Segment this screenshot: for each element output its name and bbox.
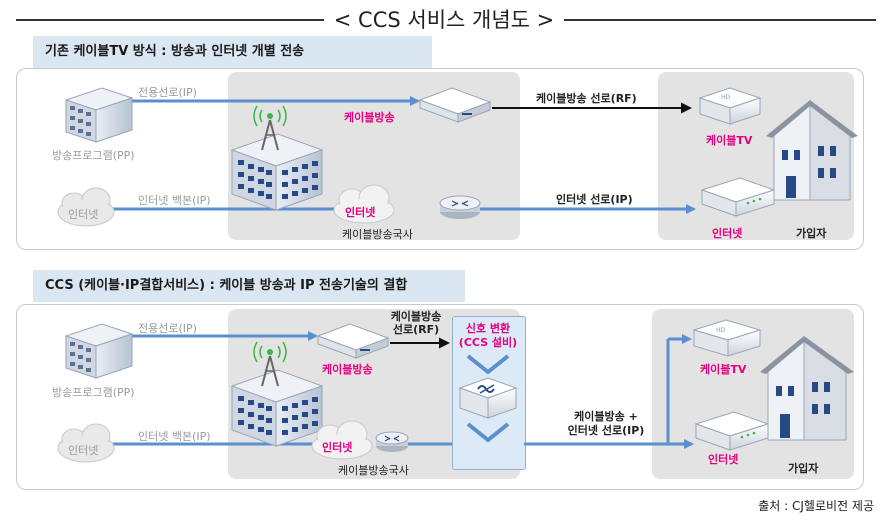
ccs-internet-device-label: 인터넷 [708, 453, 739, 466]
ccs-pp-label: 방송프로그램(PP) [52, 386, 135, 399]
legacy-header: 기존 케이블TV 방식 : 방송과 인터넷 개별 전송 [33, 36, 432, 68]
legacy-dedicated-line-label: 전용선로(IP) [138, 86, 197, 99]
ccs-signal-converter-label: 신호 변환 (CCS 설비) [452, 322, 524, 350]
chevron-down-icon [466, 422, 510, 443]
svg-text:HD: HD [721, 94, 731, 101]
chevron-down-icon [466, 354, 510, 375]
legacy-cloud-label: 인터넷 [68, 208, 99, 221]
internet-modem-icon [700, 177, 776, 217]
legacy-internet-device-label: 인터넷 [712, 227, 743, 240]
router-icon [439, 195, 481, 219]
ccs-subscriber-label: 가입자 [788, 462, 819, 475]
ccs-signal-label-1: 신호 변환 [465, 322, 511, 335]
ccs-dedicated-line-label: 전용선로(IP) [138, 322, 197, 335]
broadcast-antenna-icon [253, 105, 287, 151]
svg-text:HD: HD [716, 327, 726, 334]
ccs-converter-device-icon [458, 377, 518, 419]
internet-cloud-icon [57, 423, 115, 463]
legacy-pp-label: 방송프로그램(PP) [52, 149, 135, 162]
subscriber-house-icon [760, 336, 854, 441]
hd-settop-box-icon: HD [692, 319, 762, 357]
internet-modem-icon [694, 411, 770, 451]
ccs-combined-label-2: 인터넷 선로(IP) [567, 424, 645, 437]
legacy-ip-line-label: 인터넷 선로(IP) [556, 193, 633, 206]
cable-station-building-icon [230, 133, 324, 211]
page-title: < CCS 서비스 개념도 > [0, 4, 888, 34]
broadcast-program-building-icon [64, 87, 134, 143]
ccs-header: CCS (케이블·IP결합서비스) : 케이블 방송과 IP 전송기술의 결합 [33, 270, 465, 302]
legacy-station-internet-label: 인터넷 [345, 206, 376, 219]
ccs-rf-line-label: 케이블방송 선로(RF) [388, 310, 444, 336]
legacy-rf-line-label: 케이블방송 선로(RF) [536, 92, 637, 105]
ccs-cable-broadcast-label: 케이블방송 [322, 363, 373, 376]
subscriber-house-icon [766, 100, 858, 201]
cable-headend-device-icon [316, 323, 390, 359]
hd-settop-box-icon: HD [698, 87, 762, 125]
legacy-cable-broadcast-label: 케이블방송 [344, 111, 395, 124]
ccs-combined-line-label: 케이블방송 + 인터넷 선로(IP) [548, 410, 664, 438]
station-internet-cloud-icon [333, 184, 395, 224]
ccs-rf-line-label-1: 케이블방송 [390, 310, 442, 323]
legacy-backbone-label: 인터넷 백본(IP) [138, 194, 211, 207]
router-icon [375, 431, 409, 452]
ccs-backbone-label: 인터넷 백본(IP) [138, 430, 211, 443]
broadcast-antenna-icon [253, 341, 287, 387]
legacy-subscriber-label: 가입자 [796, 227, 827, 240]
ccs-station-internet-label: 인터넷 [322, 441, 353, 454]
ccs-cable-tv-label: 케이블TV [700, 363, 747, 376]
ccs-cloud-label: 인터넷 [68, 444, 99, 457]
ccs-signal-label-2: (CCS 설비) [458, 336, 518, 349]
source-credit: 출처 : CJ헬로비전 제공 [758, 499, 874, 513]
ccs-station-label: 케이블방송국사 [338, 464, 409, 477]
station-internet-cloud-icon [311, 420, 373, 460]
legacy-station-label: 케이블방송국사 [342, 228, 413, 241]
ccs-rf-line-label-2: 선로(RF) [392, 323, 440, 336]
legacy-cable-tv-label: 케이블TV [706, 134, 753, 147]
ccs-combined-label-1: 케이블방송 + [574, 410, 638, 423]
broadcast-program-building-icon [64, 323, 134, 379]
cable-headend-device-icon [418, 87, 492, 123]
cable-station-building-icon [230, 369, 324, 447]
internet-cloud-icon [57, 187, 115, 227]
